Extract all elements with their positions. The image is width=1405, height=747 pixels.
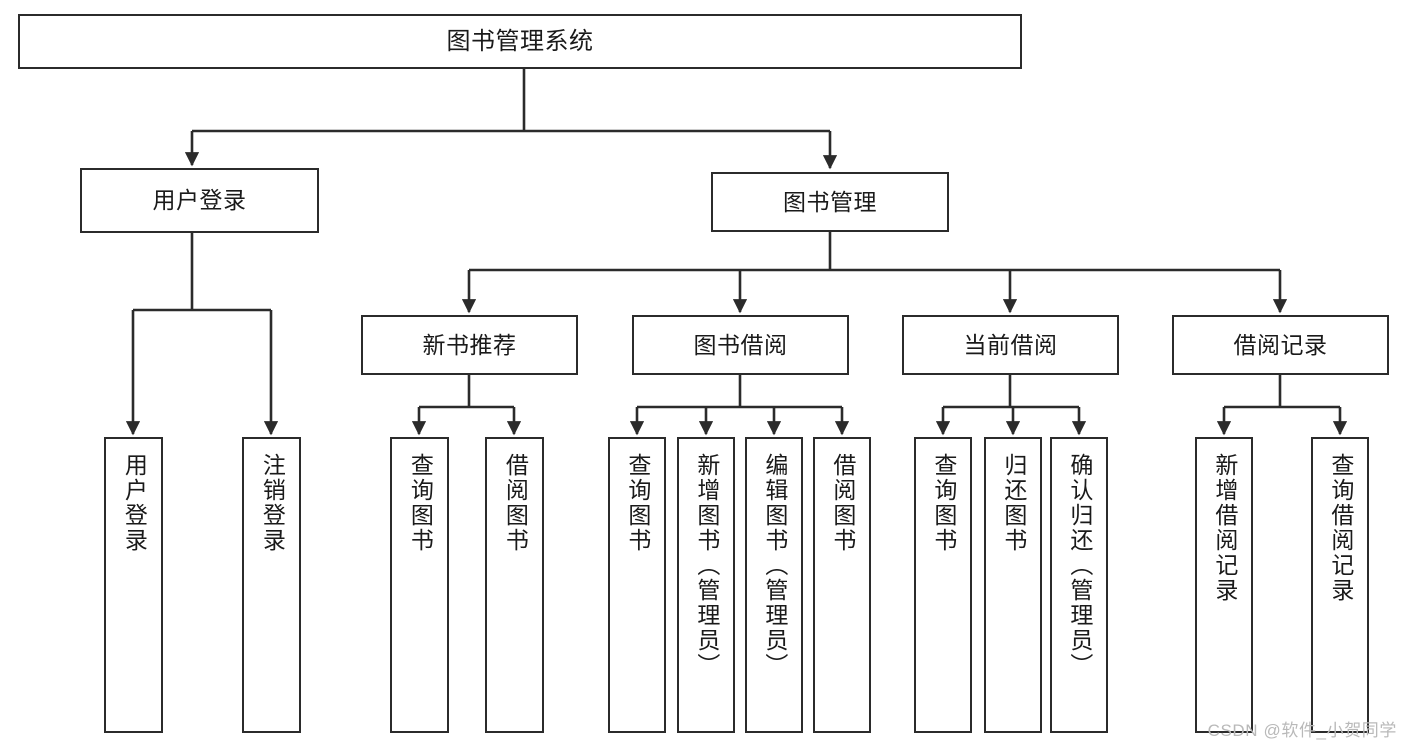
leaf-current-confirm-return-admin[interactable]: 确认归还（管理员） [1050, 437, 1108, 733]
node-label: 图书借阅 [693, 331, 788, 358]
node-label: 查询借阅记录 [1327, 453, 1354, 603]
node-label: 编辑图书（管理员） [761, 453, 788, 678]
node-book-management[interactable]: 图书管理 [711, 172, 949, 232]
node-label: 图书管理系统 [446, 27, 594, 55]
leaf-record-query-record[interactable]: 查询借阅记录 [1311, 437, 1369, 733]
node-label: 借阅图书 [502, 453, 529, 553]
node-label: 注销登录 [259, 453, 286, 553]
node-current-borrow[interactable]: 当前借阅 [902, 315, 1119, 375]
node-label: 用户登录 [152, 187, 247, 214]
leaf-current-query-book[interactable]: 查询图书 [914, 437, 972, 733]
node-label: 查询图书 [624, 453, 651, 553]
node-label: 新增借阅记录 [1211, 453, 1238, 603]
node-user-login[interactable]: 用户登录 [80, 168, 319, 233]
node-book-borrow[interactable]: 图书借阅 [632, 315, 849, 375]
leaf-borrow-borrow-book[interactable]: 借阅图书 [813, 437, 871, 733]
node-label: 查询图书 [407, 453, 434, 553]
leaf-recommend-query-book[interactable]: 查询图书 [390, 437, 449, 733]
leaf-record-add-record[interactable]: 新增借阅记录 [1195, 437, 1253, 733]
node-label: 确认归还（管理员） [1066, 453, 1093, 678]
node-label: 图书管理 [783, 188, 877, 215]
node-label: 新增图书（管理员） [693, 453, 720, 678]
leaf-current-return-book[interactable]: 归还图书 [984, 437, 1042, 733]
node-label: 用户登录 [121, 453, 148, 553]
leaf-user-login-signin[interactable]: 用户登录 [104, 437, 163, 733]
node-root-system[interactable]: 图书管理系统 [18, 14, 1022, 69]
leaf-borrow-add-book-admin[interactable]: 新增图书（管理员） [677, 437, 735, 733]
leaf-borrow-query-book[interactable]: 查询图书 [608, 437, 666, 733]
leaf-borrow-edit-book-admin[interactable]: 编辑图书（管理员） [745, 437, 803, 733]
leaf-user-login-signout[interactable]: 注销登录 [242, 437, 301, 733]
node-label: 借阅图书 [829, 453, 856, 553]
node-new-book-recommend[interactable]: 新书推荐 [361, 315, 578, 375]
node-label: 归还图书 [1000, 453, 1027, 553]
node-borrow-record[interactable]: 借阅记录 [1172, 315, 1389, 375]
node-label: 当前借阅 [963, 331, 1058, 358]
node-label: 借阅记录 [1233, 331, 1328, 358]
node-label: 查询图书 [930, 453, 957, 553]
leaf-recommend-borrow-book[interactable]: 借阅图书 [485, 437, 544, 733]
node-label: 新书推荐 [422, 331, 517, 358]
